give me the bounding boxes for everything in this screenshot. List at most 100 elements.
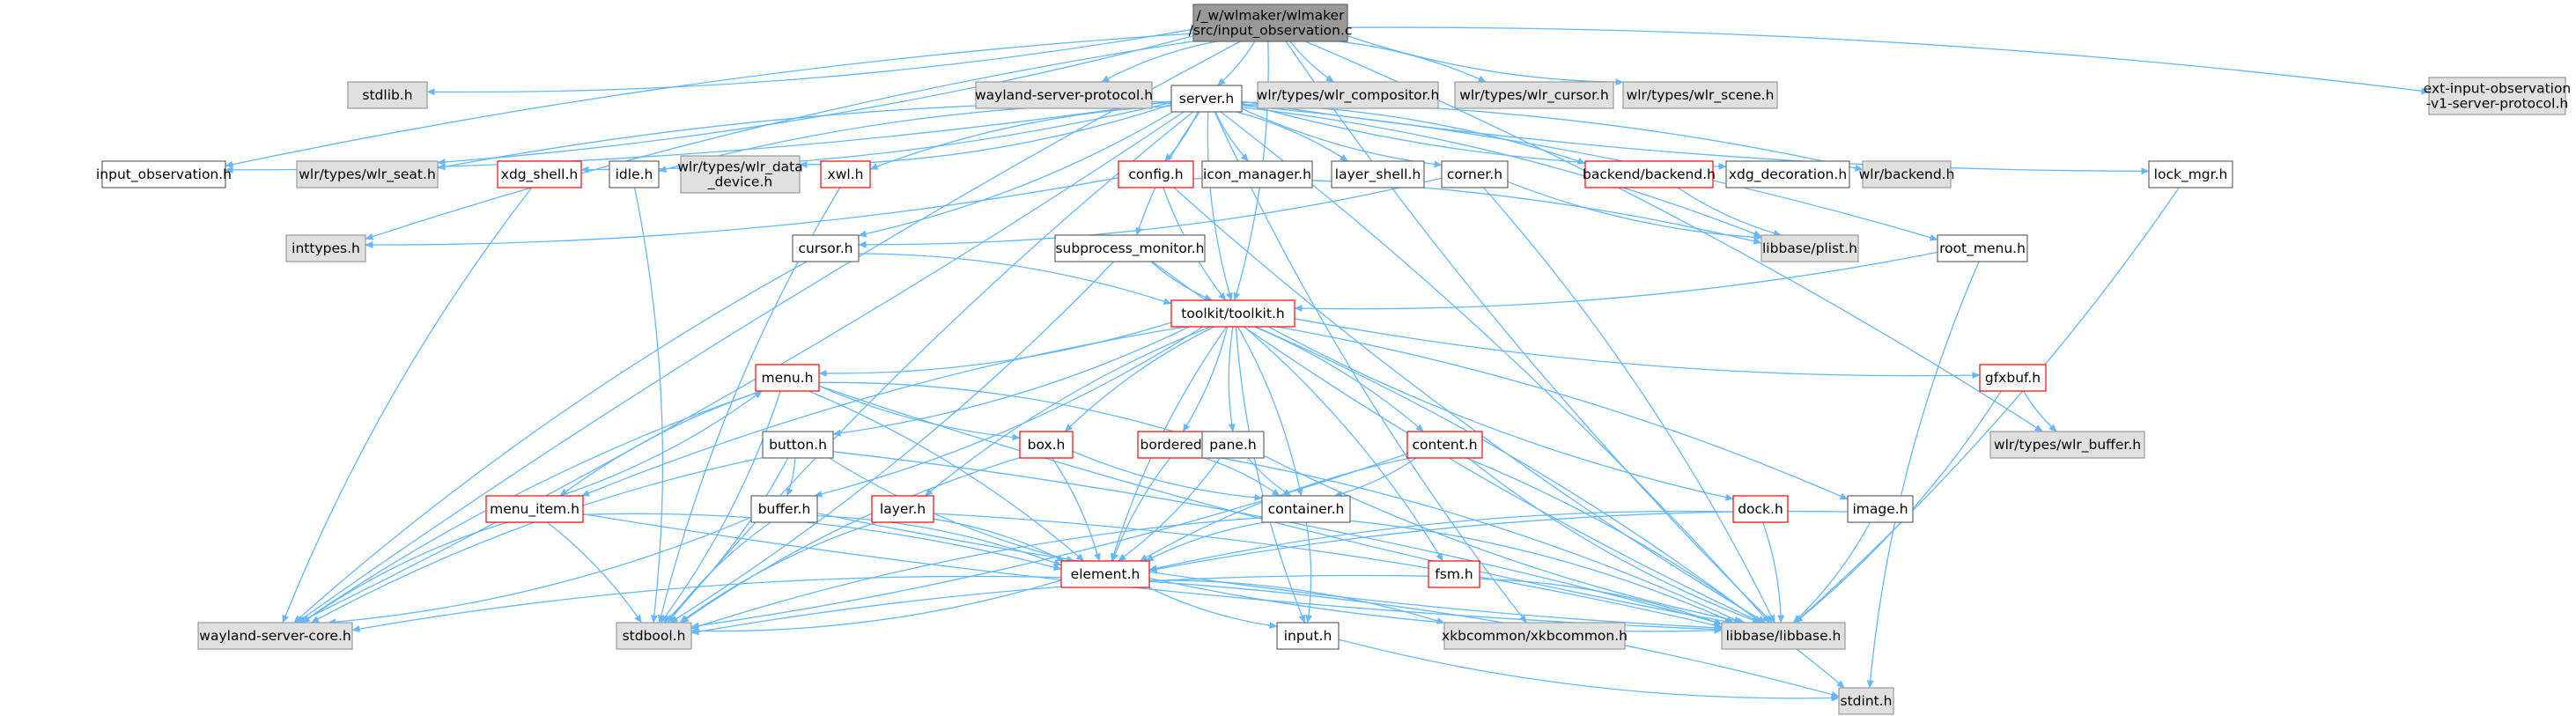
edge-toolkit-to-gfxbuf: [1294, 318, 1981, 380]
node-element[interactable]: element.h: [1060, 560, 1150, 588]
edge-content-to-stdbool: [690, 453, 1408, 630]
edge-buffer-to-libbase: [816, 513, 1723, 631]
node-server[interactable]: server.h: [1170, 85, 1243, 113]
edge-element-to-stdint: [1148, 580, 1840, 698]
node-stdbool[interactable]: stdbool.h: [616, 622, 692, 650]
node-fsm[interactable]: fsm.h: [1428, 560, 1480, 588]
node-scene[interactable]: wlr/types/wlr_scene.h: [1622, 81, 1778, 109]
node-box: [101, 160, 226, 188]
node-seat[interactable]: wlr/types/wlr_seat.h: [296, 160, 439, 188]
node-container[interactable]: container.h: [1261, 495, 1351, 523]
node-box: [975, 81, 1153, 109]
node-box: [1443, 622, 1626, 650]
node-box: [1838, 687, 1894, 715]
node-buffer_t[interactable]: wlr/types/wlr_buffer.h: [1989, 431, 2145, 459]
node-subproc[interactable]: subprocess_monitor.h: [1054, 234, 1206, 262]
node-stdlib[interactable]: stdlib.h: [347, 81, 428, 109]
node-datadev[interactable]: wlr/types/wlr_data_device.h: [677, 155, 803, 194]
node-wlrbackend[interactable]: wlr/backend.h: [1859, 160, 1955, 188]
node-content[interactable]: content.h: [1406, 431, 1483, 459]
node-label: menu_item.h: [490, 501, 579, 518]
node-buffer[interactable]: buffer.h: [750, 495, 818, 523]
edge-container-to-input: [1305, 521, 1312, 624]
edge-toolkit-to-input: [1235, 326, 1306, 624]
node-box: [1406, 431, 1483, 459]
node-box: [1331, 160, 1425, 188]
edge-root-to-inttypes: [365, 41, 1194, 240]
edge-menuitem-to-menu: [559, 390, 763, 497]
node-xkb[interactable]: xkbcommon/xkbcommon.h: [1442, 622, 1628, 650]
edge-menuitem-to-stdbool: [546, 521, 642, 624]
node-inputobs[interactable]: input_observation.h: [96, 160, 232, 188]
node-button[interactable]: button.h: [762, 431, 834, 459]
node-box: [1622, 81, 1778, 109]
node-label: menu.h: [761, 370, 813, 386]
node-box[interactable]: box.h: [1019, 431, 1074, 459]
node-rootmenu[interactable]: root_menu.h: [1937, 234, 2028, 262]
node-libbase[interactable]: libbase/libbase.h: [1721, 622, 1846, 650]
node-label: idle.h: [616, 166, 653, 182]
node-xwl[interactable]: xwl.h: [820, 160, 871, 188]
node-input[interactable]: input.h: [1276, 622, 1340, 650]
node-label: wayland-server-protocol.h: [975, 87, 1153, 103]
node-layer[interactable]: layer.h: [871, 495, 934, 523]
node-xdgshell[interactable]: xdg_shell.h: [497, 160, 582, 188]
node-box: [347, 81, 428, 109]
node-plist[interactable]: libbase/plist.h: [1760, 234, 1859, 262]
node-inttypes[interactable]: inttypes.h: [285, 234, 366, 262]
node-corner[interactable]: corner.h: [1441, 160, 1509, 188]
node-label: corner.h: [1447, 166, 1502, 182]
edge-menuitem-to-libbase: [582, 513, 1723, 633]
node-menu[interactable]: menu.h: [755, 364, 820, 392]
node-xdgdeco[interactable]: xdg_decoration.h: [1725, 160, 1850, 188]
node-cursor_t[interactable]: wlr/types/wlr_cursor.h: [1454, 81, 1614, 109]
node-gfxbuf[interactable]: gfxbuf.h: [1979, 364, 2047, 392]
node-menuitem[interactable]: menu_item.h: [485, 495, 584, 523]
edge-menu-to-pane: [818, 381, 1203, 441]
edge-element-to-input: [1148, 587, 1278, 630]
edge-toolkit-to-dock: [1268, 326, 1734, 501]
node-wsproto[interactable]: wayland-server-protocol.h: [975, 81, 1153, 109]
edge-menu-to-wscore: [300, 390, 762, 624]
node-label: xwl.h: [828, 166, 864, 182]
node-box: [1725, 160, 1850, 188]
edge-idle-to-stdbool: [633, 187, 664, 624]
node-backend[interactable]: backend/backend.h: [1583, 160, 1716, 188]
edge-toolkit-to-bordered: [1182, 326, 1229, 432]
node-box: [1170, 85, 1243, 113]
node-layershell[interactable]: layer_shell.h: [1331, 160, 1425, 188]
node-label: layer.h: [880, 501, 926, 517]
edge-layer-to-libbase: [933, 513, 1723, 629]
node-toolkit[interactable]: toolkit/toolkit.h: [1170, 299, 1295, 328]
edge-container-to-stdbool: [690, 517, 1263, 630]
edge-server-to-xwl: [869, 105, 1172, 170]
node-image[interactable]: image.h: [1847, 495, 1914, 523]
node-lockmgr[interactable]: lock_mgr.h: [2148, 160, 2233, 188]
edge-container-to-element: [1145, 521, 1266, 562]
node-iconmgr[interactable]: icon_manager.h: [1201, 160, 1313, 188]
edge-root-to-scene: [1347, 35, 1624, 86]
node-label: input.h: [1284, 628, 1332, 644]
node-idle[interactable]: idle.h: [609, 160, 660, 188]
node-dock[interactable]: dock.h: [1732, 495, 1789, 523]
node-extinput[interactable]: ext-input-observation-v1-server-protocol…: [2424, 77, 2572, 115]
node-compositor[interactable]: wlr/types/wlr_compositor.h: [1257, 81, 1440, 109]
node-config[interactable]: config.h: [1118, 160, 1194, 188]
node-label: gfxbuf.h: [1985, 370, 2041, 386]
node-label: element.h: [1071, 566, 1140, 582]
node-label: wlr/types/wlr_data: [677, 159, 803, 176]
edge-toolkit-to-content: [1253, 326, 1424, 432]
node-box: [197, 622, 353, 650]
node-wscore[interactable]: wayland-server-core.h: [197, 622, 353, 650]
node-box: [1847, 495, 1914, 523]
edge-corner-to-cursor: [858, 177, 1443, 248]
node-stdint[interactable]: stdint.h: [1838, 687, 1894, 715]
node-label: /src/input_observation.c: [1189, 23, 1353, 40]
node-pane[interactable]: pane.h: [1201, 431, 1265, 459]
edge-backend-to-plist: [1677, 187, 1782, 237]
node-label: xdg_shell.h: [501, 166, 578, 183]
edge-root-to-extinput: [1347, 26, 2430, 95]
node-label: cursor.h: [799, 240, 853, 256]
edge-lockmgr-to-libbase: [1794, 187, 2180, 624]
node-cursor[interactable]: cursor.h: [792, 234, 860, 262]
